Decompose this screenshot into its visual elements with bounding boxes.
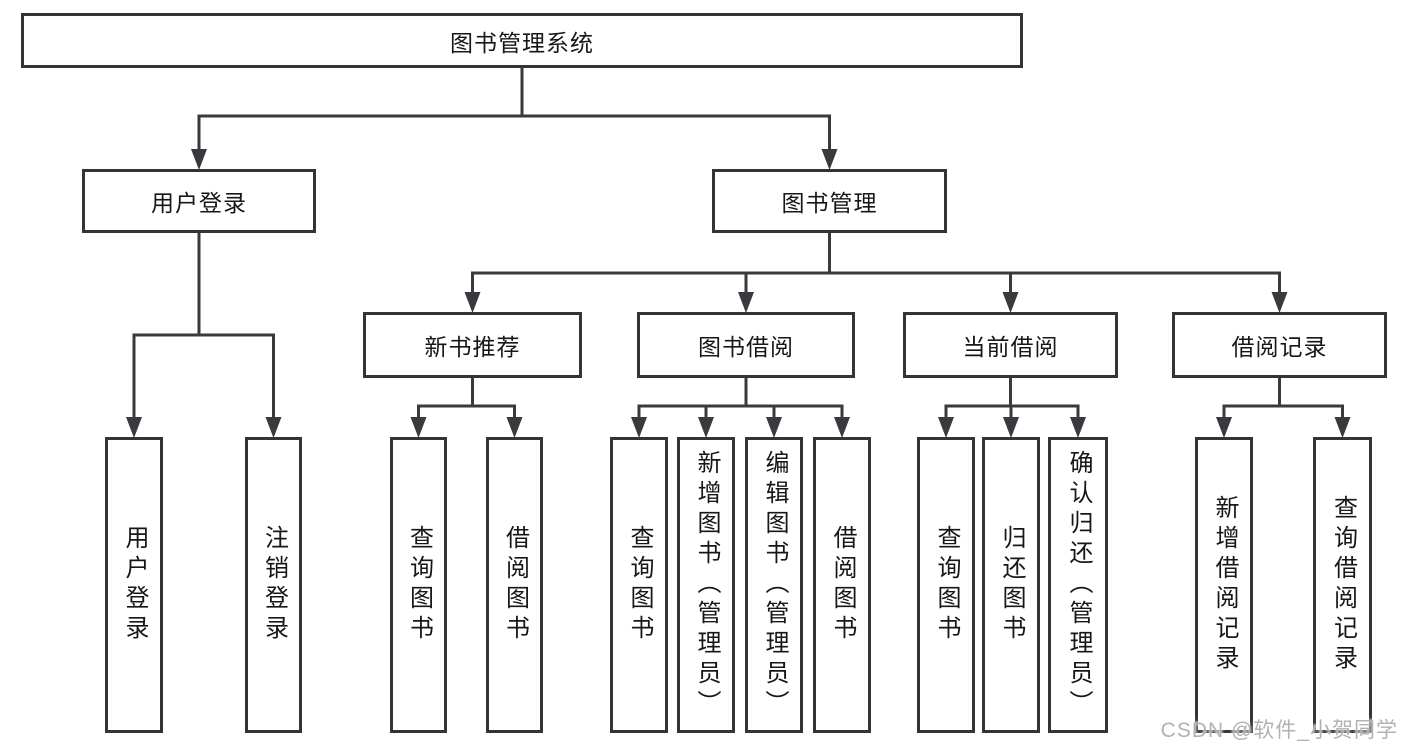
arrowhead-icon [464,292,481,313]
node-label-leaf-logout: 注销登录 [260,525,288,645]
node-leaf-query-cur: 查询图书 [917,437,975,733]
arrowhead-icon [1334,417,1351,438]
node-borrow-records: 借阅记录 [1172,312,1387,378]
node-label-book-borrow: 图书借阅 [698,334,794,360]
node-leaf-query-rec: 查询借阅记录 [1313,437,1372,733]
node-book-mgmt: 图书管理 [712,169,947,233]
arrowhead-icon [766,417,782,438]
node-leaf-return: 归还图书 [982,437,1040,733]
node-label-leaf-return: 归还图书 [998,525,1025,645]
arrowhead-icon [698,417,714,438]
node-label-borrow-records: 借阅记录 [1231,334,1328,360]
arrowhead-icon [506,417,523,438]
watermark: CSDN @软件_小贺同学 [1160,719,1398,742]
node-leaf-add-book: 新增图书（管理员） [677,437,735,733]
arrowhead-icon [265,417,282,438]
arrowhead-icon [191,149,207,170]
node-leaf-borrow-bk: 借阅图书 [813,437,871,733]
arrowhead-icon [738,292,754,313]
node-leaf-query-bk: 查询图书 [610,437,668,733]
node-label-leaf-query-bk: 查询图书 [626,525,653,645]
node-label-leaf-confirm: 确认归还（管理员） [1065,450,1092,720]
node-book-borrow: 图书借阅 [637,312,855,378]
arrowhead-icon [1003,417,1019,438]
node-leaf-query-new: 查询图书 [390,437,447,733]
arrowhead-icon [1271,292,1288,313]
node-leaf-add-rec: 新增借阅记录 [1195,437,1253,733]
arrowhead-icon [410,417,427,438]
node-leaf-borrow-new: 借阅图书 [486,437,543,733]
node-label-book-mgmt: 图书管理 [781,190,878,216]
arrowhead-icon [631,417,647,438]
arrowhead-icon [126,417,142,438]
node-leaf-confirm: 确认归还（管理员） [1048,437,1108,733]
arrowhead-icon [938,417,954,438]
node-label-user-login: 用户登录 [151,190,247,216]
node-label-leaf-edit-book: 编辑图书（管理员） [761,450,788,720]
node-current-borrow: 当前借阅 [903,312,1118,378]
node-label-leaf-borrow-new: 借阅图书 [501,525,529,645]
node-label-leaf-query-new: 查询图书 [405,525,433,645]
node-label-leaf-borrow-bk: 借阅图书 [829,525,856,645]
arrowhead-icon [821,149,838,170]
node-label-leaf-add-book: 新增图书（管理员） [693,450,720,720]
arrowhead-icon [1002,292,1019,313]
arrowhead-icon [1070,417,1086,438]
node-label-root: 图书管理系统 [450,29,594,56]
node-new-book-rec: 新书推荐 [363,312,582,378]
arrowhead-icon [1216,417,1232,438]
arrowhead-icon [834,417,850,438]
node-label-current-borrow: 当前借阅 [962,334,1059,360]
node-leaf-user-login: 用户登录 [105,437,163,733]
node-label-leaf-add-rec: 新增借阅记录 [1211,495,1238,675]
node-user-login: 用户登录 [82,169,316,233]
node-leaf-logout: 注销登录 [245,437,302,733]
node-label-leaf-user-login: 用户登录 [121,525,148,645]
node-label-leaf-query-rec: 查询借阅记录 [1329,495,1357,675]
node-label-leaf-query-cur: 查询图书 [933,525,960,645]
node-label-new-book-rec: 新书推荐 [424,334,521,360]
node-leaf-edit-book: 编辑图书（管理员） [745,437,803,733]
node-root: 图书管理系统 [21,13,1023,68]
